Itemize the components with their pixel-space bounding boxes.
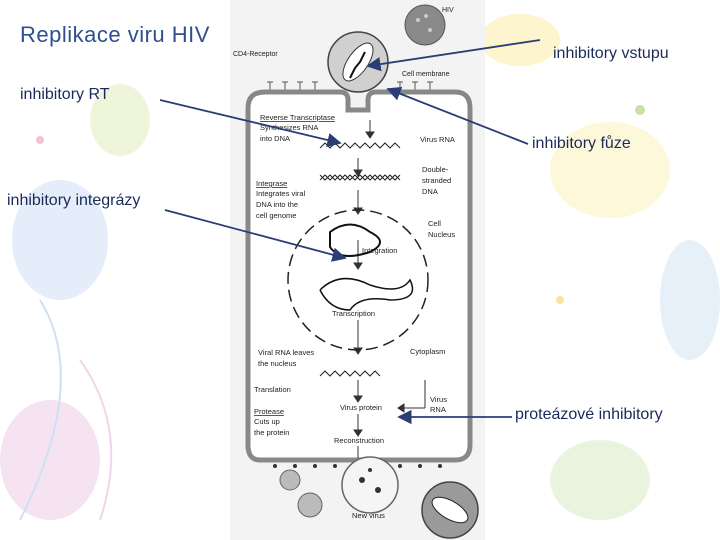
rt-line1: Synthesizes RNA: [260, 123, 318, 132]
ds-line1: Double-: [422, 165, 449, 174]
protease-inhibitors-label: proteázové inhibitory: [515, 406, 663, 423]
rna-label: RNA: [430, 405, 446, 414]
fusion-inhibitor-arrow: [386, 86, 529, 145]
cell-membrane-label: Cell membrane: [402, 71, 450, 78]
hiv-replication-diagram: HIV CD4-Receptor Cell membrane Reverse T…: [230, 0, 485, 540]
translation-label: Translation: [254, 385, 291, 394]
cell-label: Cell: [428, 219, 441, 228]
integration-label: Integration: [362, 246, 397, 255]
reconstruction-label: Reconstruction: [334, 436, 384, 445]
viral-rna-leaves-1: Viral RNA leaves: [258, 348, 314, 357]
protease-line2: the protein: [254, 428, 289, 437]
hiv-virion-icon: [404, 4, 446, 46]
protease-line1: Cuts up: [254, 417, 280, 426]
integrase-line1: Integrates viral: [256, 189, 306, 198]
cytoplasm-label: Cytoplasm: [410, 347, 445, 356]
chromosome-loop: [319, 277, 414, 311]
slide-title: Replikace viru HIV: [20, 22, 210, 47]
new-virus-icon: [279, 456, 479, 539]
integrase-inhibitors-label: inhibitory integrázy: [7, 192, 141, 209]
entry-inhibitors-label: inhibitory vstupu: [553, 45, 669, 62]
nucleus-label: Nucleus: [428, 230, 455, 239]
cell-outline: [245, 89, 473, 463]
rt-line2: into DNA: [260, 134, 290, 143]
integrase-line3: cell genome: [256, 211, 296, 220]
integrase-line2: DNA into the: [256, 200, 298, 209]
ds-line3: DNA: [422, 187, 438, 196]
viral-rna-leaves-2: the nucleus: [258, 359, 297, 368]
fusion-inhibitors-label: inhibitory fůze: [532, 135, 631, 152]
nucleus-boundary: [287, 209, 429, 351]
transcription-label: Transcription: [332, 309, 375, 318]
integrase-inhibitor-arrow: [164, 209, 347, 262]
rt-title: Reverse Transcriptase: [260, 113, 335, 122]
rt-inhibitor-arrow: [159, 99, 342, 148]
protease-title: Protease: [254, 407, 284, 416]
hiv-label: HIV: [442, 7, 454, 14]
entering-virus-icon: [327, 31, 389, 93]
rt-inhibitors-label: inhibitory RT: [20, 86, 110, 103]
cd4-receptors: [267, 81, 433, 90]
entry-inhibitor-arrow: [366, 39, 541, 72]
virus-label: Virus: [430, 395, 447, 404]
virus-protein-label: Virus protein: [340, 403, 382, 412]
ds-line2: stranded: [422, 176, 451, 185]
cd4-receptor-label: CD4-Receptor: [233, 51, 278, 58]
new-virus-label: New virus: [352, 511, 385, 520]
integrase-title: Integrase: [256, 179, 287, 188]
virus-rna-label: Virus RNA: [420, 135, 455, 144]
